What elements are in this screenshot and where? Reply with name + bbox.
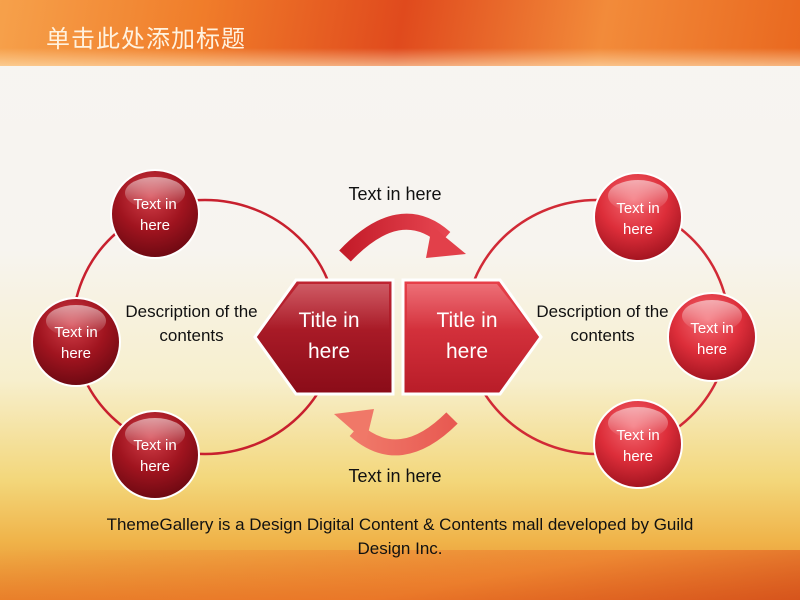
right-description[interactable]: Description of the contents [536, 302, 669, 345]
right-node-top-label[interactable]: Text in here [616, 200, 660, 238]
left-title[interactable]: Title in here [298, 309, 360, 363]
right-node-bottom-label[interactable]: Text in here [616, 427, 660, 465]
left-node-middle-label[interactable]: Text in here [54, 324, 98, 362]
left-node-top-label[interactable]: Text in here [133, 196, 177, 234]
right-node-middle-ball [667, 292, 757, 382]
left-node-bottom-label[interactable]: Text in here [133, 437, 177, 475]
title-bar: 单击此处添加标题 [0, 0, 800, 66]
top-arrow-text[interactable]: Text in here [348, 184, 442, 204]
bottom-arrow-text[interactable]: Text in here [348, 466, 442, 486]
left-node-middle-ball [31, 297, 121, 387]
right-node-middle-label[interactable]: Text in here [690, 320, 734, 358]
right-node-bottom-ball [593, 399, 683, 489]
right-title[interactable]: Title in here [436, 309, 498, 363]
left-node-bottom-ball [110, 410, 200, 500]
left-description[interactable]: Description of the contents [125, 302, 258, 345]
left-node-top-ball [110, 169, 200, 259]
right-node-top-ball [593, 172, 683, 262]
right-title-shape [401, 278, 543, 396]
footer-text[interactable]: ThemeGallery is a Design Digital Content… [106, 515, 694, 558]
bottom-cycle-arrow [334, 409, 458, 456]
top-cycle-arrow [339, 213, 466, 262]
left-title-shape [253, 278, 395, 396]
footer-band [0, 550, 800, 600]
